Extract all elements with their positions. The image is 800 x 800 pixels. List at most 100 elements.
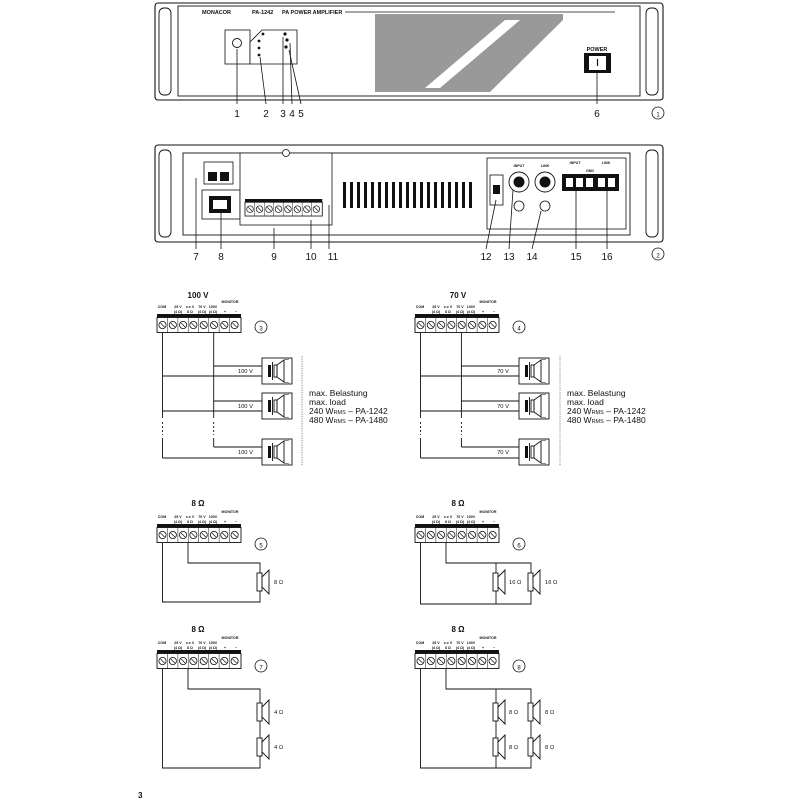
diagram-7-title: 8 Ω [191, 625, 205, 634]
diagram-3-number-ring [254, 320, 268, 334]
callout-11: 11 [328, 252, 339, 263]
diagram-7-wiring [162, 669, 261, 769]
callout-12: 12 [480, 252, 492, 263]
gnd-terminal-label: GND [586, 169, 594, 173]
term-70v-sub: (4 Ω) [456, 646, 465, 650]
term-25v-sub: (4 Ω) [174, 646, 183, 650]
rear-handle-left [158, 149, 172, 238]
term-100v: 100V [467, 515, 476, 519]
diagram-7-8ohm: 8 Ω COM 25 V (4 Ω) x.x V 8 Ω 70 V (4 Ω) … [156, 625, 284, 769]
diagram-4-terminal-strip [414, 313, 500, 333]
diagram-3-speaker-1-icon [261, 357, 293, 385]
diagram-8-speaker-3-label: 8 Ω [509, 745, 519, 751]
term-25v-sub: (4 Ω) [432, 520, 441, 524]
diagram-5-title: 8 Ω [191, 499, 205, 508]
input-switch[interactable] [493, 185, 500, 194]
diagram-8-speaker-1-label: 8 Ω [509, 710, 519, 716]
callout-5: 5 [298, 109, 304, 120]
term-monitor: MONITOR [480, 300, 497, 304]
link-din-socket-icon[interactable] [539, 200, 551, 212]
term-25v: 25 V [174, 305, 182, 309]
term-70v: 70 V [198, 305, 206, 309]
term-25v-sub: (4 Ω) [432, 310, 441, 314]
term-xv-sub: 8 Ω [187, 310, 193, 314]
term-xv: x.x V [444, 641, 453, 645]
mains-socket-inner [213, 200, 227, 209]
term-minus: − [493, 646, 495, 650]
term-xv: x.x V [444, 515, 453, 519]
rear-vent-slots [343, 182, 472, 208]
term-plus: + [224, 520, 226, 524]
level-knob-icon[interactable] [232, 38, 242, 48]
term-70v-sub: (4 Ω) [456, 310, 465, 314]
diagram-4-number: 4 [517, 327, 521, 333]
term-plus: + [224, 646, 226, 650]
term-monitor: MONITOR [480, 636, 497, 640]
term-25v: 25 V [174, 515, 182, 519]
figure-number-1-ring [651, 106, 665, 120]
input-xlr-label: INPUT [514, 164, 526, 168]
diagram-8-8ohm: 8 Ω COM 25 V (4 Ω) x.x V 8 Ω 70 V (4 Ω) … [414, 625, 555, 769]
input-section-plate [486, 157, 627, 230]
model-label: PA-1242 [252, 10, 273, 16]
diagram-4-load-line4: 480 WRMS – PA-1480 [567, 415, 646, 425]
indicator-plate [249, 29, 298, 65]
term-xv: x.x V [186, 641, 195, 645]
diagram-3-load-line3: 240 WRMS – PA-1242 [309, 406, 388, 416]
diagram-3-wiring [162, 333, 262, 459]
cover-screw-icon [282, 149, 290, 157]
term-xv-sub: 8 Ω [445, 520, 451, 524]
term-com: COM [158, 641, 166, 645]
term-monitor: MONITOR [480, 510, 497, 514]
diagram-6-speaker-2-icon [527, 569, 541, 595]
term-25v: 25 V [174, 641, 182, 645]
term-100v: 100V [209, 515, 218, 519]
callout-15: 15 [570, 252, 582, 263]
link-xlr-socket-core [539, 176, 551, 188]
diagram-5-speaker-label: 8 Ω [274, 580, 284, 586]
input-screw-terminals [562, 174, 619, 191]
callout-8: 8 [218, 252, 224, 263]
diagram-7-number: 7 [259, 666, 263, 672]
diagram-5-number: 5 [259, 544, 263, 550]
front-vent-stripe [425, 20, 520, 88]
term-70v: 70 V [456, 305, 464, 309]
diagram-6-speaker-1-icon [492, 569, 506, 595]
callout-3: 3 [280, 109, 286, 120]
protect-led-icon [285, 38, 289, 42]
diagram-3-terminal-strip [156, 313, 242, 333]
callout-6: 6 [594, 109, 600, 120]
term-com: COM [416, 515, 424, 519]
signal-level-leds [257, 32, 265, 57]
term-plus: + [482, 310, 484, 314]
diagram-4-speaker-2-label: 70 V [497, 404, 509, 410]
term-plus: + [224, 310, 226, 314]
power-led-icon [284, 45, 288, 49]
term-70v: 70 V [198, 515, 206, 519]
brand-logo: MONACOR [202, 10, 231, 16]
dc-terminal-plus [208, 172, 217, 181]
term-minus: − [235, 520, 237, 524]
rear-handle-right [645, 149, 659, 238]
diagram-8-speaker-4-label: 8 Ω [545, 745, 555, 751]
term-25v-sub: (4 Ω) [432, 646, 441, 650]
diagram-3-speaker-2-icon [261, 392, 293, 420]
term-100v: 100V [467, 305, 476, 309]
link-terminal-label: LINK [602, 161, 611, 165]
diagram-4-speaker-1-label: 70 V [497, 369, 509, 375]
term-minus: − [493, 310, 495, 314]
diagram-6-number: 6 [517, 544, 521, 550]
callout-7: 7 [193, 252, 199, 263]
diagram-7-speaker-1-label: 4 Ω [274, 710, 284, 716]
front-handle-right [645, 7, 659, 96]
term-70v: 70 V [456, 515, 464, 519]
term-100v: 100V [467, 641, 476, 645]
input-din-socket-icon[interactable] [513, 200, 525, 212]
term-xv-sub: 8 Ω [187, 646, 193, 650]
callout-9: 9 [271, 252, 277, 263]
diagram-5-8ohm: 8 Ω COM 25 V (4 Ω) x.x V 8 Ω 70 V (4 Ω) … [156, 499, 284, 603]
front-panel: MONACOR PA-1242 PA POWER AMPLIFIER POWER… [154, 2, 665, 120]
term-100v-sub: (4 Ω) [209, 520, 218, 524]
callout-2: 2 [263, 109, 269, 120]
